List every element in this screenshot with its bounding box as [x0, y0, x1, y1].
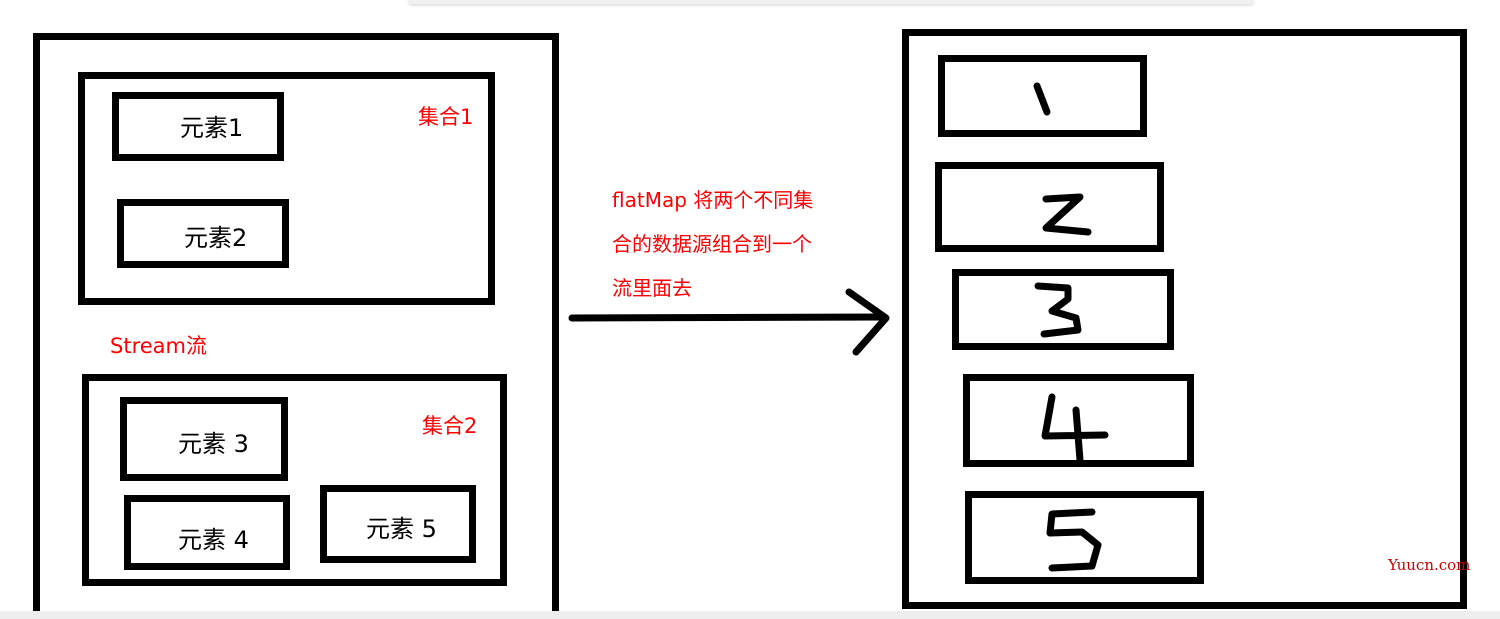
collection2-box: [82, 374, 507, 586]
result-item-box-2: 2: [935, 162, 1164, 252]
result-item-box-3: 3: [952, 269, 1174, 350]
element-label-5: 元素 5: [366, 515, 437, 543]
element-box-2: [117, 199, 289, 268]
watermark-text: Yuucn.com: [1388, 556, 1471, 574]
collection2-label: 集合2: [422, 414, 478, 438]
top-toolbar-edge: [408, 0, 1254, 4]
element-box-1: [112, 92, 284, 161]
element-label-1: 元素1: [180, 114, 244, 142]
element-box-4: [124, 495, 290, 570]
arrow-shaft: [568, 313, 888, 322]
stream-label: Stream流: [110, 334, 207, 358]
element-label-2: 元素2: [184, 224, 248, 252]
element-box-5: [320, 485, 476, 563]
element-label-4: 元素 4: [178, 526, 249, 554]
collection1-label: 集合1: [418, 105, 474, 129]
element-label-3: 元素 3: [178, 430, 249, 458]
result-item-box-1: 1: [938, 55, 1147, 137]
collection1-box: [78, 72, 495, 305]
flatmap-note-line-1: flatMap 将两个不同集: [612, 188, 814, 212]
result-stream-container: [902, 29, 1467, 609]
flatmap-note-line-3: 流里面去: [612, 276, 692, 300]
bottom-edge: [0, 611, 1500, 619]
element-box-3: [120, 397, 288, 481]
flatmap-note-line-2: 合的数据源组合到一个: [612, 232, 812, 256]
flatmap-note: flatMap 将两个不同集 合的数据源组合到一个 流里面去: [612, 178, 862, 310]
result-item-box-5: 5: [965, 491, 1204, 584]
result-item-box-4: 4: [963, 374, 1194, 467]
